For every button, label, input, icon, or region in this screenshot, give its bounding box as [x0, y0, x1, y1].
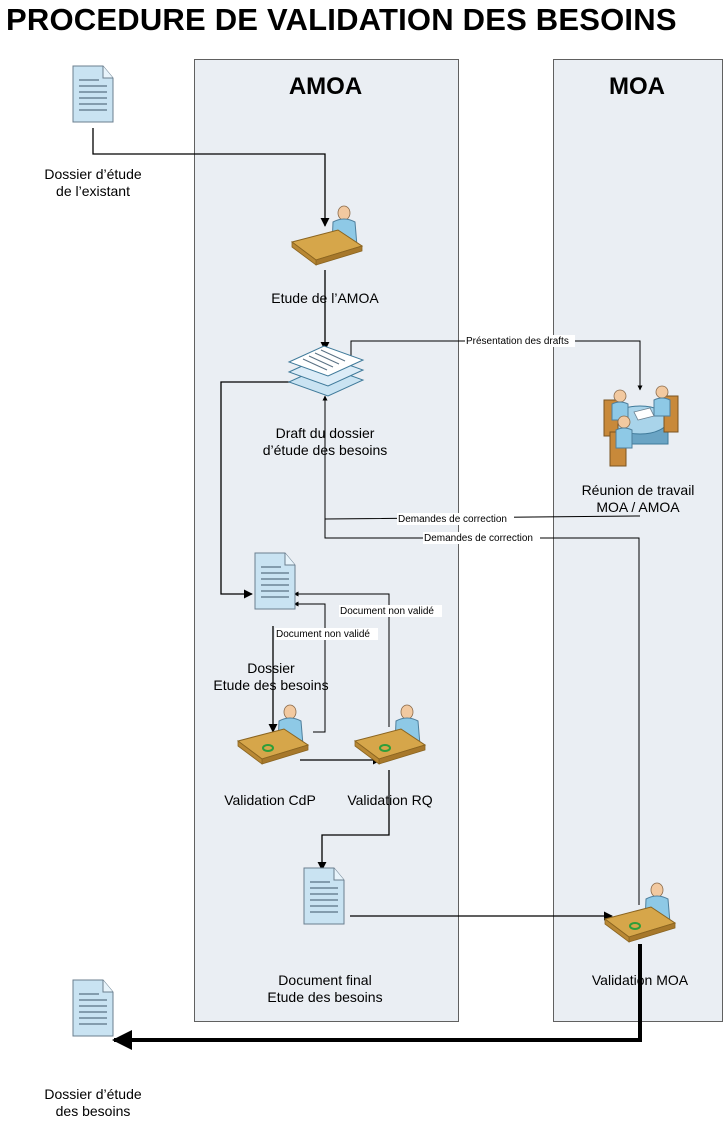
- label-validation-rq: Validation RQ: [347, 792, 433, 808]
- label-existing-study: Dossier d’étude de l’existant: [44, 166, 142, 199]
- label-final-doc: Document final Etude des besoins: [267, 972, 383, 1005]
- flow-presentation-drafts: [350, 340, 643, 391]
- label-validation-cdp: Validation CdP: [224, 792, 316, 808]
- stamp-icon: [629, 922, 641, 930]
- flow-cdp-not-valid: [293, 601, 326, 733]
- label-needs-study-file: Dossier d’étude des besoins: [44, 1086, 142, 1119]
- stamp-icon: [262, 744, 274, 752]
- label-rq-not-valid: Document non validé: [340, 606, 434, 617]
- flow-existing-to-study: [92, 128, 330, 227]
- document-icon: [72, 65, 114, 123]
- flow-rq-not-valid: [293, 591, 390, 727]
- document-icon: [303, 867, 345, 925]
- label-presentation-drafts: Présentation des drafts: [466, 336, 569, 347]
- meeting-table-icon: [603, 385, 679, 467]
- label-correction-1: Demandes de correction: [398, 514, 507, 525]
- document-stack-icon: [287, 345, 365, 397]
- person-validating-icon: [604, 882, 676, 943]
- flow-draft-to-needs-file: [220, 381, 290, 599]
- document-icon: [254, 552, 296, 610]
- flow-correction-moa: [324, 396, 640, 905]
- lane-amoa-title: AMOA: [288, 73, 363, 100]
- flow-moa-to-output: [112, 944, 642, 1050]
- label-correction-2: Demandes de correction: [424, 533, 533, 544]
- person-at-desk-icon: [291, 205, 363, 266]
- person-validating-icon: [354, 704, 426, 765]
- label-needs-file: Dossier Etude des besoins: [213, 660, 329, 693]
- flow-rq-to-final: [317, 770, 390, 871]
- label-draft: Draft du dossier d’étude des besoins: [262, 425, 388, 458]
- label-validation-moa: Validation MOA: [591, 972, 689, 988]
- label-cdp-not-valid: Document non validé: [276, 629, 370, 640]
- lane-moa-title: MOA: [609, 73, 665, 100]
- label-amoa-study: Etude de l’AMOA: [271, 290, 379, 306]
- page-title: PROCEDURE DE VALIDATION DES BESOINS: [6, 2, 677, 37]
- stamp-icon: [379, 744, 391, 752]
- label-meeting: Réunion de travail MOA / AMOA: [581, 482, 695, 515]
- document-icon: [72, 979, 114, 1037]
